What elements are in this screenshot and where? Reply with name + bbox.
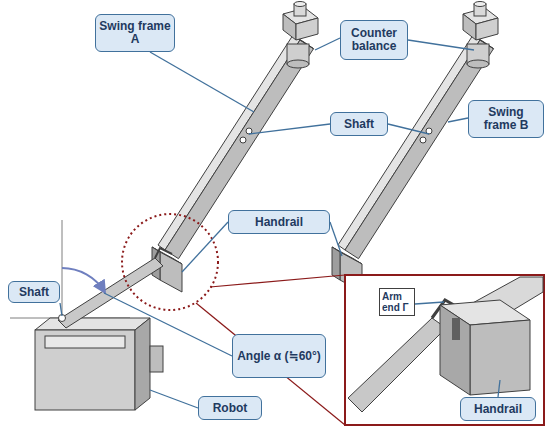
- callout-box: Handrail: [228, 210, 330, 234]
- detail-inset: [345, 275, 544, 425]
- callout-box: Swing frame B: [468, 100, 544, 138]
- callout-box: Shaft: [8, 281, 60, 303]
- callout-text: Angle α (≒60°): [237, 350, 321, 363]
- detail-line: [196, 303, 345, 425]
- arm-end: [155, 248, 172, 258]
- detail-line: [210, 275, 345, 287]
- callout-box: Counter balance: [340, 20, 408, 60]
- callout-text: Swing frame A: [99, 20, 171, 46]
- callout-text: Shaft: [19, 286, 49, 299]
- callout-box: Robot: [198, 396, 262, 420]
- robot-arm: [58, 258, 163, 328]
- callout-box: Swing frame A: [95, 14, 175, 52]
- callout-text: Counter balance: [344, 27, 404, 53]
- swing-frame-b: [332, 2, 498, 293]
- swing-frame-a: [152, 2, 318, 293]
- callout-box: Handrail: [460, 397, 536, 421]
- part-label: Arm end Γ: [379, 288, 415, 316]
- detail-circle: [122, 214, 218, 310]
- callout-text: Swing frame B: [472, 106, 540, 132]
- callout-box: Angle α (≒60°): [232, 334, 326, 378]
- callout-text: Robot: [213, 402, 248, 415]
- leader-lines: [60, 38, 500, 408]
- callout-text: Handrail: [474, 403, 522, 416]
- callout-text: Handrail: [255, 216, 303, 229]
- robot: [35, 318, 163, 410]
- callout-box: Shaft: [330, 112, 388, 136]
- callout-text: Shaft: [344, 118, 374, 131]
- angle-arc: [62, 268, 105, 292]
